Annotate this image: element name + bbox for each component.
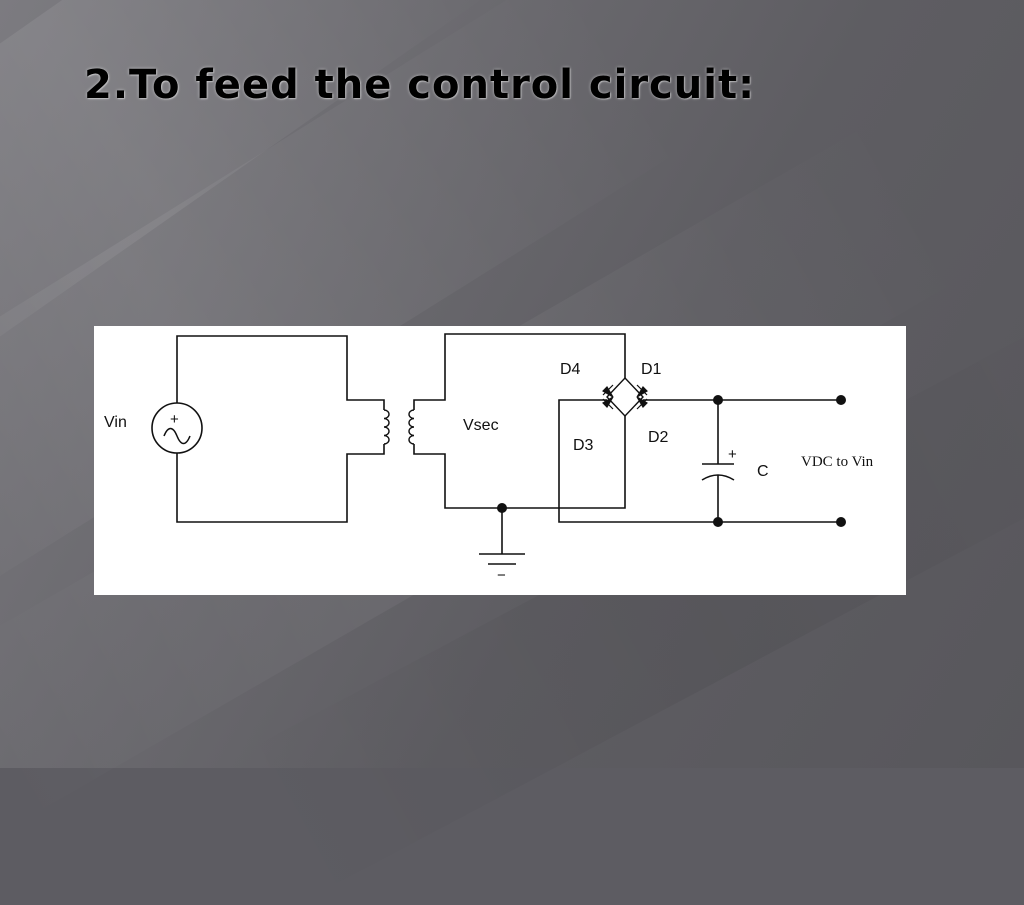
output-terminal-icon (836, 395, 846, 527)
diode-d4-icon (602, 386, 614, 398)
diode-d2-label: D2 (648, 429, 669, 446)
secondary-voltage-label: Vsec (463, 417, 499, 434)
diode-d4-label: D4 (560, 361, 581, 378)
bridge-rectifier-icon (602, 376, 648, 418)
capacitor-plus-sign: + (728, 446, 737, 463)
secondary-wiring (413, 333, 626, 509)
diode-d3-label: D3 (573, 437, 594, 454)
ground-icon (479, 553, 525, 565)
junction-dots (497, 395, 723, 527)
capacitor-label: C (757, 463, 769, 480)
diode-d3-icon (602, 396, 614, 408)
capacitor-icon (701, 400, 735, 522)
circuit-svg: + + (104, 333, 874, 584)
source-plus-sign: + (170, 411, 179, 428)
transformer-icon (383, 409, 415, 445)
bridge-wiring (501, 399, 841, 554)
slide-title: 2.To feed the control circuit: (84, 62, 756, 108)
ac-voltage-source-icon: + (151, 402, 203, 454)
output-label: VDC to Vin (801, 454, 874, 470)
ground-minus-sign: − (497, 567, 506, 584)
diode-d1-icon (636, 386, 648, 398)
circuit-diagram: + + (94, 326, 906, 595)
diode-d2-icon (636, 396, 648, 408)
diode-d1-label: D1 (641, 361, 662, 378)
source-label: Vin (104, 414, 127, 431)
primary-wiring (176, 335, 385, 523)
